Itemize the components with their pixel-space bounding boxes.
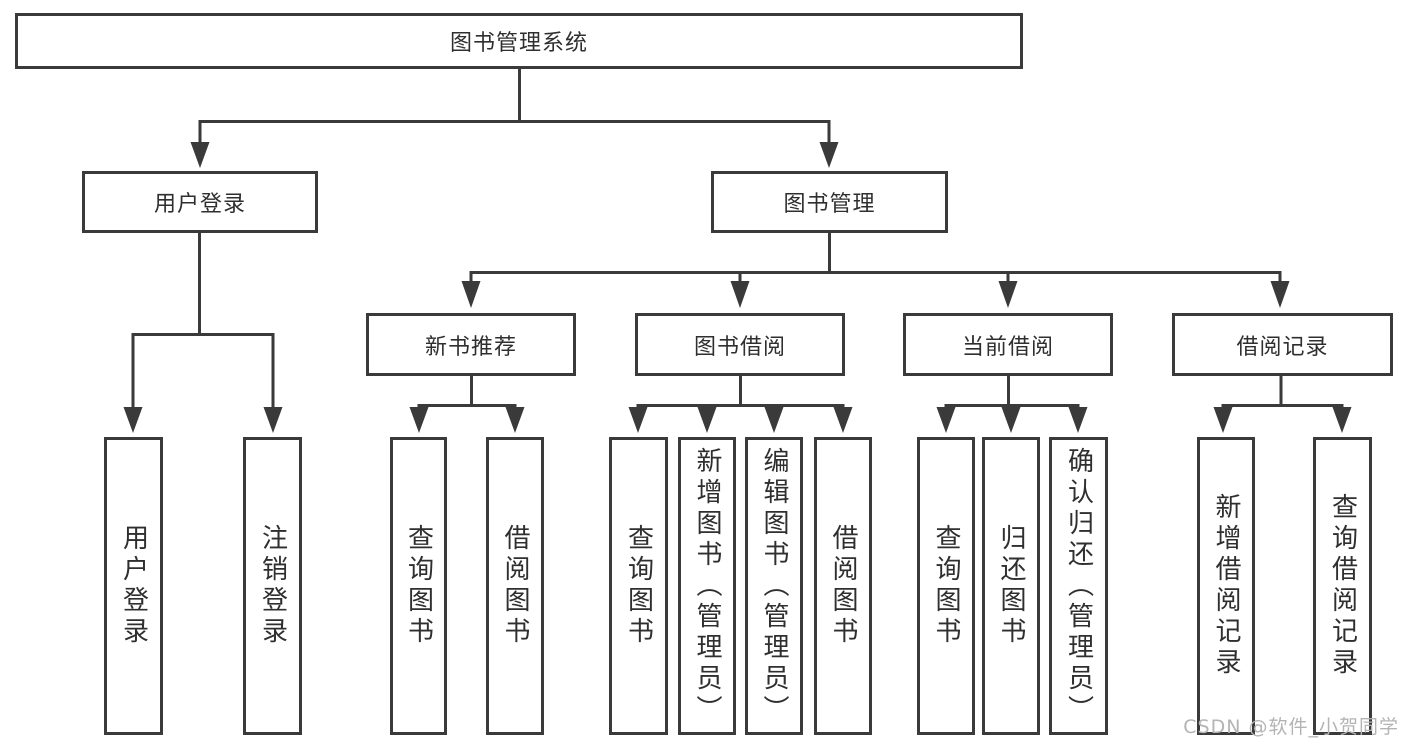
node-borrow-records: 借阅记录 [1172,313,1393,376]
leaf-query-books-current: 查询图书 [917,437,975,735]
leaf-query-borrow-record: 查询借阅记录 [1313,437,1372,735]
leaf-query-books-recommend: 查询图书 [390,437,447,735]
leaf-borrow-books-recommend: 借阅图书 [486,437,544,735]
leaf-borrow-books: 借阅图书 [814,437,872,735]
node-book-borrow: 图书借阅 [635,313,845,376]
csdn-watermark: CSDN @软件_小贺同学 [1183,716,1399,738]
node-user-login: 用户登录 [82,171,318,233]
arrowheads [123,142,1352,433]
leaf-add-books-admin: 新增图书（管理员） [678,437,736,735]
leaf-confirm-return-admin: 确认归还（管理员） [1049,437,1108,735]
node-book-management: 图书管理 [711,171,948,233]
leaf-query-books-borrow: 查询图书 [609,437,668,735]
leaf-logout: 注销登录 [243,437,302,735]
node-library-management-system: 图书管理系统 [15,13,1023,69]
node-current-borrow: 当前借阅 [903,313,1113,376]
leaf-user-login: 用户登录 [104,437,163,735]
node-new-book-recommend: 新书推荐 [366,313,576,376]
leaf-return-books: 归还图书 [982,437,1040,735]
leaf-edit-books-admin: 编辑图书（管理员） [745,437,803,735]
leaf-add-borrow-record: 新增借阅记录 [1197,437,1255,735]
